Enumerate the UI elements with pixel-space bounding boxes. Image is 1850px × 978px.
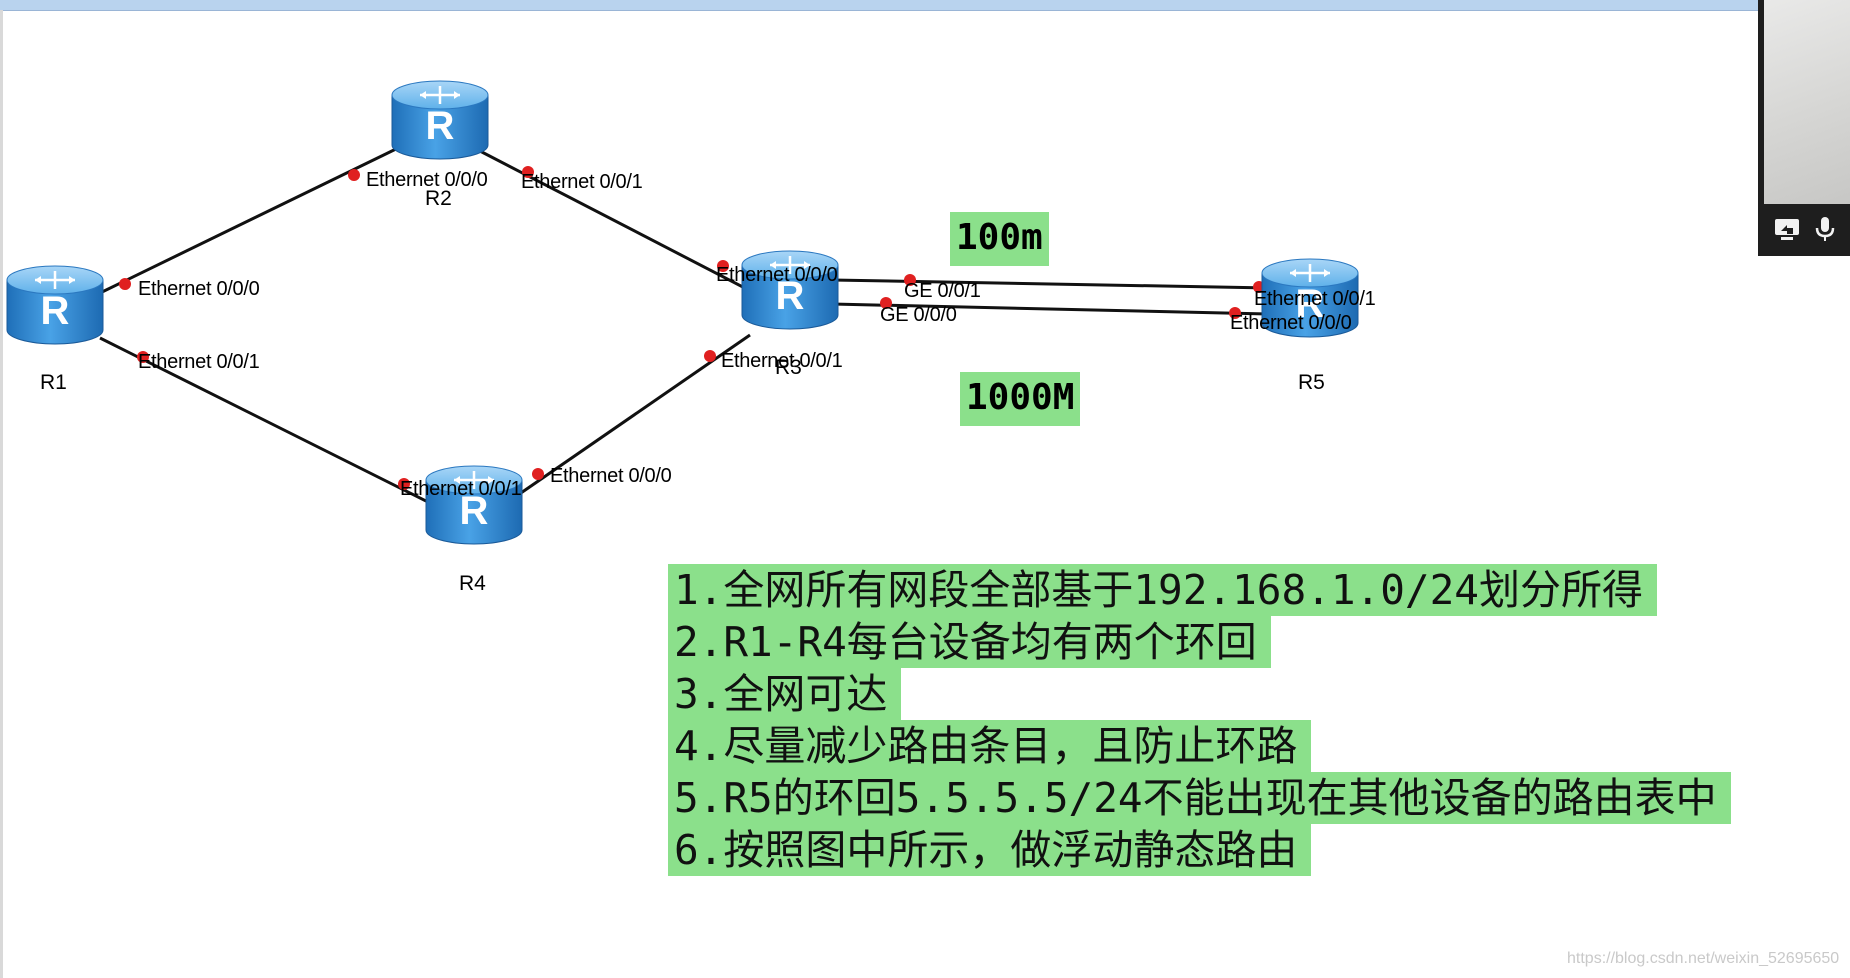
port-dot (398, 478, 410, 490)
r3-ge-0-0-1-label: GE 0/0/1 (904, 280, 981, 302)
router-icon-r1[interactable]: R (6, 265, 104, 345)
port-dot (137, 351, 149, 363)
r5-ethernet-0-0-0-label: Ethernet 0/0/0 (1230, 312, 1352, 334)
node-label-r5: R5 (1298, 371, 1325, 394)
r1-ethernet-0-0-1-label: Ethernet 0/0/1 (138, 351, 260, 373)
port-dot (1229, 307, 1241, 319)
requirement-item: 4.尽量减少路由条目，且防止环路 (668, 720, 1312, 772)
r5-ethernet-0-0-1-label: Ethernet 0/0/1 (1254, 288, 1376, 310)
svg-text:R: R (426, 104, 455, 148)
watermark: https://blog.csdn.net/weixin_52695650 (1567, 950, 1840, 967)
port-dot (717, 260, 729, 272)
port-dot (119, 278, 131, 290)
link-r3-r5-upper (831, 278, 1271, 290)
r3-ge-0-0-0-label: GE 0/0/0 (880, 304, 957, 326)
link-r1-r4 (99, 336, 449, 514)
speed-label-1000m: 1000M (960, 372, 1081, 426)
requirement-item: 6.按照图中所示，做浮动静态路由 (668, 824, 1312, 876)
port-dot (532, 468, 544, 480)
link-r1-r2 (99, 146, 399, 295)
node-label-r4: R4 (459, 572, 486, 595)
port-dot (704, 350, 716, 362)
requirements-list: 1.全网所有网段全部基于192.168.1.0/24划分所得 2.R1-R4每台… (668, 564, 1731, 876)
requirement-item: 5.R5的环回5.5.5.5/24不能出现在其他设备的路由表中 (668, 772, 1731, 824)
window-top-bar (0, 0, 1758, 11)
svg-text:R: R (776, 274, 805, 318)
requirement-item: 3.全网可达 (668, 668, 902, 720)
r3-ethernet-0-0-1-label: Ethernet 0/0/1 (721, 350, 843, 372)
r4-ethernet-0-0-0-label: Ethernet 0/0/0 (550, 465, 672, 487)
port-dot (522, 166, 534, 178)
port-dots (119, 166, 1265, 490)
camera-preview (1764, 0, 1850, 204)
window-left-edge (0, 10, 3, 978)
r2-ethernet-0-0-1-label: Ethernet 0/0/1 (521, 171, 643, 193)
port-dot (880, 297, 892, 309)
speed-label-100m: 100m (950, 212, 1049, 266)
microphone-icon[interactable] (1810, 214, 1840, 244)
router-icon-r3[interactable]: R (741, 250, 839, 330)
video-preview-panel[interactable] (1758, 0, 1850, 256)
screen-share-icon[interactable] (1772, 214, 1802, 244)
router-icon-r5[interactable]: R (1261, 258, 1359, 338)
r4-ethernet-0-0-1-label: Ethernet 0/0/1 (400, 478, 522, 500)
link-r3-r5-lower (831, 302, 1269, 316)
router-icon-r4[interactable]: R (425, 465, 523, 545)
node-label-r2: R2 (425, 187, 452, 210)
port-dot (904, 274, 916, 286)
r2-ethernet-0-0-0-label: Ethernet 0/0/0 (366, 169, 488, 191)
svg-text:R: R (1296, 282, 1325, 326)
routers: R R R R R (6, 80, 1359, 545)
node-label-r3: R3 (775, 356, 802, 379)
router-icon-r2[interactable]: R (391, 80, 489, 160)
links (99, 146, 1271, 514)
requirement-item: 2.R1-R4每台设备均有两个环回 (668, 616, 1271, 668)
node-label-r1: R1 (40, 371, 67, 394)
port-dot (348, 169, 360, 181)
r1-ethernet-0-0-0-label: Ethernet 0/0/0 (138, 278, 260, 300)
requirement-item: 1.全网所有网段全部基于192.168.1.0/24划分所得 (668, 564, 1657, 616)
r3-ethernet-0-0-0-label: Ethernet 0/0/0 (716, 264, 838, 286)
svg-text:R: R (460, 489, 489, 533)
svg-text:R: R (41, 289, 70, 333)
